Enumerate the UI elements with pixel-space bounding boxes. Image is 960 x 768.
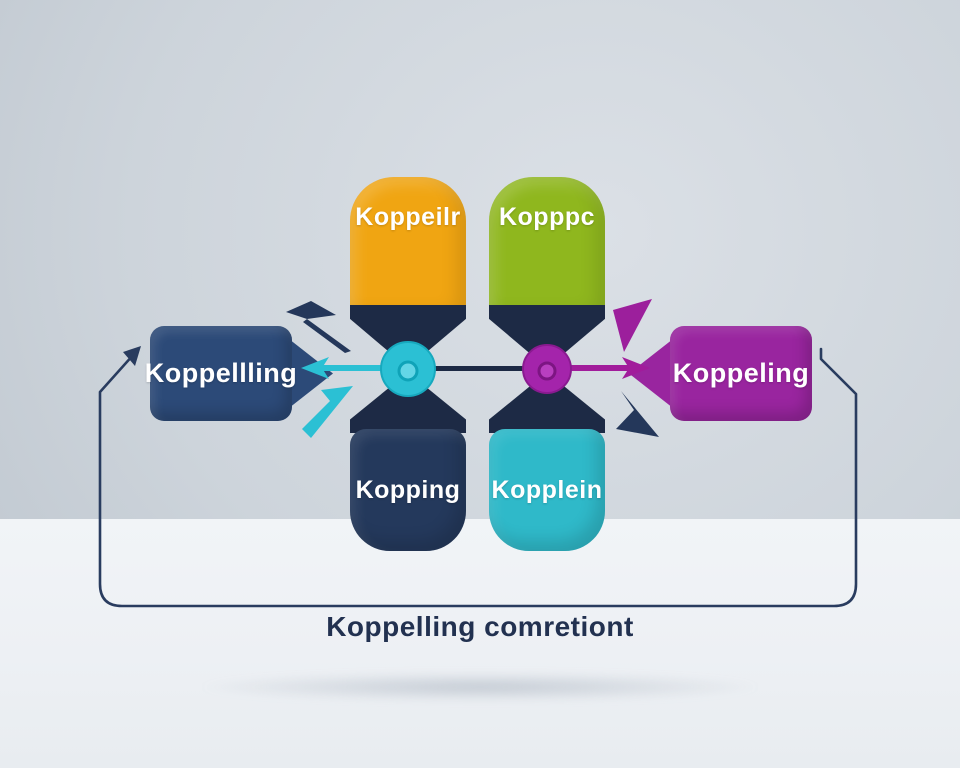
shape-bottom-right-neck [489,377,605,433]
shape-top-left-orange: Koppeilr [350,177,466,323]
shape-bottom-right-label: Kopplein [491,475,603,504]
bracket-arrowhead-icon [123,346,141,366]
floor-plane [0,519,960,768]
shape-bottom-left-neck [350,377,466,433]
shape-top-right-neck [489,305,605,363]
tag-right-point [629,339,673,408]
tag-left-label: Koppellling [144,358,298,388]
tag-right-label: Koppeling [672,358,810,388]
shape-top-left-neck [350,305,466,363]
ground-shadow [195,672,765,702]
purple-arrow-line [570,365,632,371]
tag-right-body: Koppeling [670,326,812,421]
tag-left-body: Koppellling [145,326,297,421]
center-line [432,366,525,371]
shape-bottom-right-teal: Kopplein [489,429,605,551]
shape-top-right-label: Kopppc [498,203,596,231]
shape-bottom-left-navy: Kopping [350,429,466,551]
tag-right: Koppeling [628,326,812,421]
splinter-navy-top-left [286,301,336,319]
shape-bottom-left-label: Kopping [355,475,461,504]
shape-top-right-green: Kopppc [489,177,605,323]
shape-top-left-label: Koppeilr [355,203,461,231]
caption-text: Koppelling comretiont [326,611,634,642]
tag-left: Koppellling [145,326,334,421]
knob-right-inner [537,361,557,381]
